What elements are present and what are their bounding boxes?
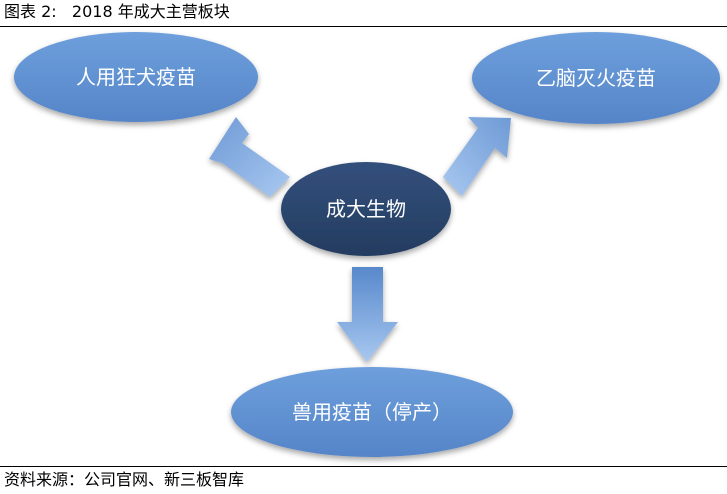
arrow-to-veterinary-vaccine [337, 267, 398, 362]
bottom-rule [0, 466, 727, 467]
arrow-to-rabies-vaccine [209, 117, 290, 197]
node-rabies-vaccine-label: 人用狂犬疫苗 [76, 65, 196, 89]
node-encephalitis-vaccine [472, 32, 720, 124]
node-rabies-vaccine [14, 32, 258, 122]
node-center-company [281, 162, 451, 256]
figure-title: 图表 2: 2018 年成大主营板块 [4, 2, 230, 21]
node-veterinary-vaccine [231, 367, 513, 457]
arrow-to-encephalitis-vaccine [443, 117, 511, 196]
node-center-company-label: 成大生物 [326, 197, 406, 221]
node-encephalitis-vaccine-label: 乙脑灭火疫苗 [536, 66, 656, 90]
source-note: 资料来源：公司官网、新三板智库 [4, 470, 245, 489]
top-rule [0, 26, 727, 27]
node-veterinary-vaccine-label: 兽用疫苗（停产） [292, 400, 452, 424]
